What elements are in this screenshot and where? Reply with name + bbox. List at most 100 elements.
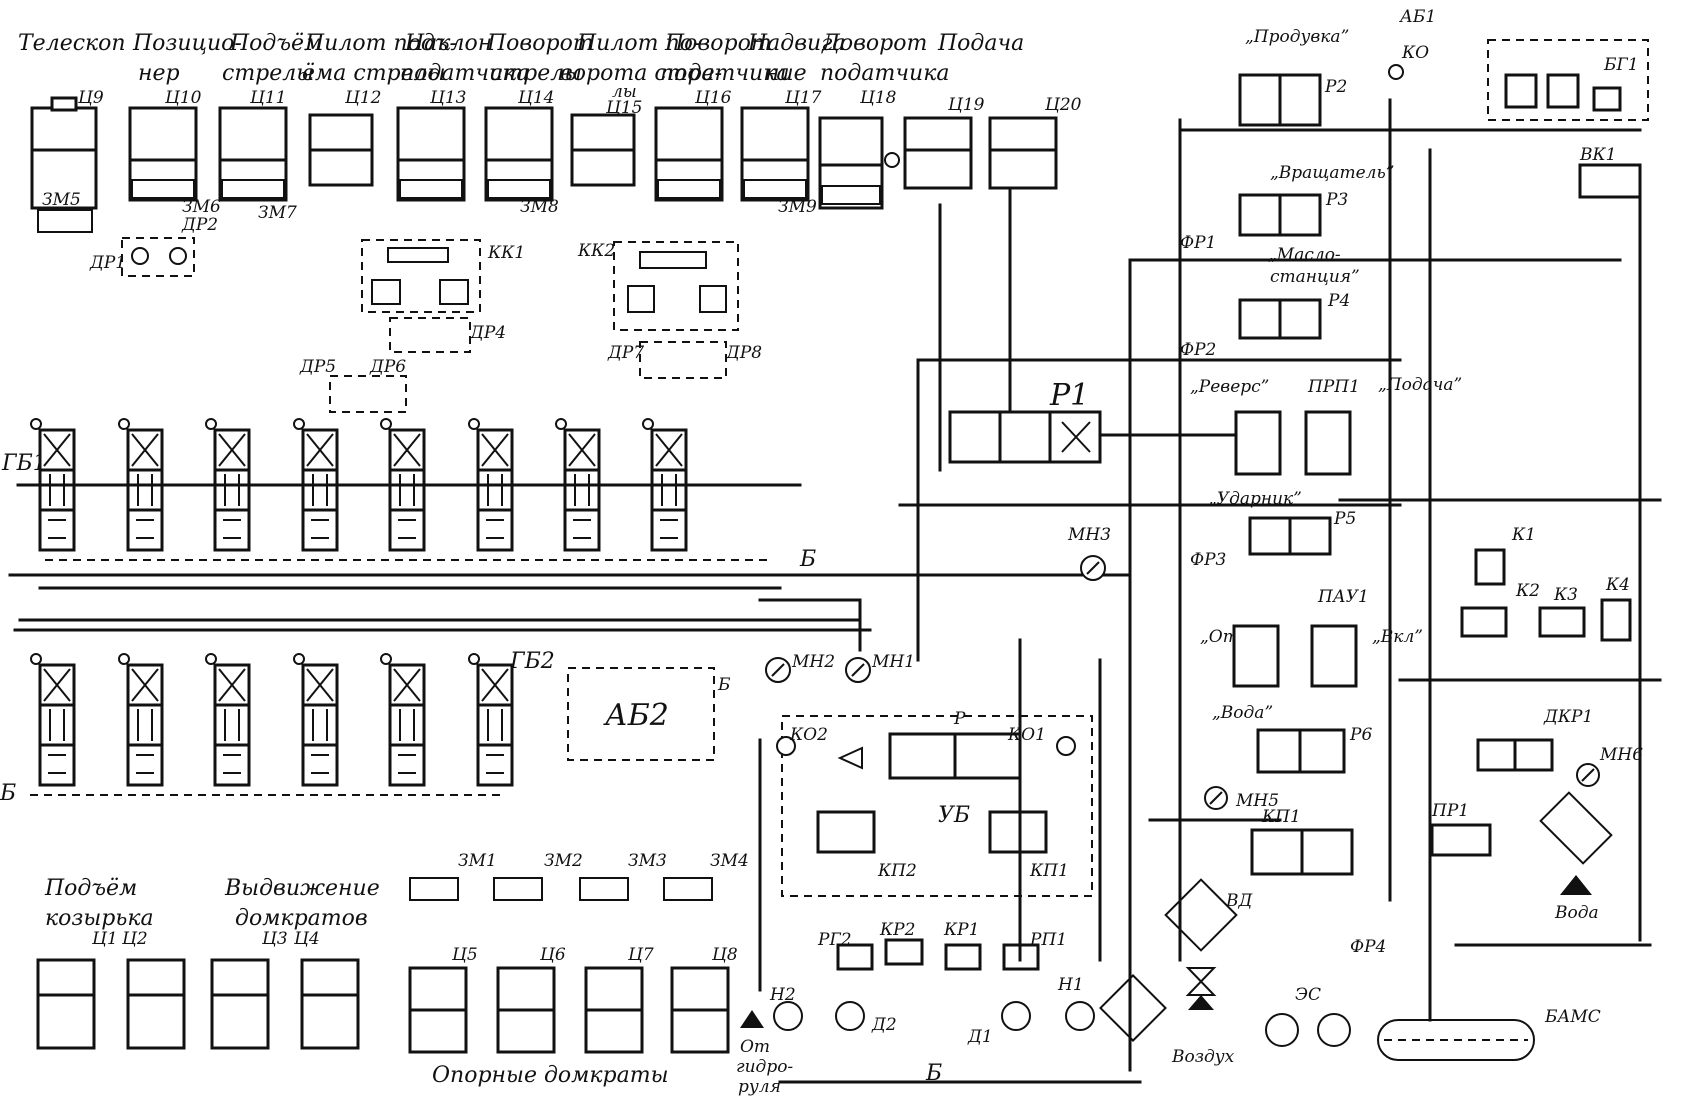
lock-zm9-label: ЗМ9 bbox=[778, 197, 817, 217]
header-nadv-1: Надвига bbox=[747, 31, 845, 56]
cylinder-c14-label: Ц14 bbox=[517, 88, 554, 108]
label-maslo-2: станция” bbox=[1270, 267, 1360, 287]
cylinder-c18-label: Ц18 bbox=[859, 88, 897, 108]
bg1-label: БГ1 bbox=[1603, 55, 1639, 75]
cyl-c6-label: Ц6 bbox=[539, 945, 566, 965]
lock-zm2-label: ЗМ2 bbox=[544, 851, 583, 871]
cylinder-c11-label: Ц11 bbox=[249, 88, 286, 108]
header-podem-1: Подъём bbox=[229, 31, 322, 56]
header-dovorot-1: Доворот bbox=[821, 31, 927, 56]
label-podem-koz-2: козырька bbox=[45, 906, 154, 931]
throttle-dr5-label: ДР5 bbox=[299, 357, 336, 377]
gb1-valve-section-8 bbox=[642, 418, 688, 552]
header-dovorot-2: податчика bbox=[820, 61, 949, 86]
block-kk2 bbox=[613, 241, 739, 331]
cylinder-c13-label: Ц13 bbox=[429, 88, 466, 108]
valve-prp1-label: ПРП1 bbox=[1307, 377, 1360, 397]
label-vozduh: Воздух bbox=[1171, 1047, 1235, 1067]
cyl-c8-label: Ц8 bbox=[711, 945, 738, 965]
distributor-p-label: Р bbox=[953, 709, 966, 729]
valve-k3-label: К3 bbox=[1553, 585, 1578, 605]
lock-zm3-label: ЗМ3 bbox=[628, 851, 667, 871]
filter-fr3-label: ФР3 bbox=[1190, 550, 1226, 570]
gb1-valve-section-1 bbox=[30, 418, 76, 552]
gb1-valve-section-2 bbox=[118, 418, 164, 552]
cylinder-c12-label: Ц12 bbox=[344, 88, 381, 108]
lock-zm1-label: ЗМ1 bbox=[458, 851, 497, 871]
piping bbox=[758, 98, 1662, 1072]
gauge-mn6-label: МН6 bbox=[1599, 745, 1643, 765]
motor-d1-label: Д1 bbox=[967, 1027, 993, 1047]
valve-bank-gb2: ГБ2 Б bbox=[0, 618, 872, 806]
cylinder-c19: Ц19 bbox=[903, 95, 985, 190]
gauge-mn1-label: МН1 bbox=[871, 652, 915, 672]
valve-vd-label: ВД bbox=[1225, 891, 1253, 911]
header-pilot-2: ёма стрелы bbox=[302, 61, 446, 86]
pump-n2-label: Н2 bbox=[769, 985, 796, 1005]
label-podacha-right: „Подача” bbox=[1378, 375, 1462, 395]
cylinder-c14: Ц14 bbox=[484, 88, 554, 202]
ab1-label: АБ1 bbox=[1399, 7, 1436, 27]
label-voda-right: Вода bbox=[1554, 903, 1599, 923]
right-distributors: „Продувка” Р2 „Вращатель” Р3 ФР1 „Масло-… bbox=[1180, 27, 1462, 774]
bottom-left-cylinders: Подъём козырька Выдвижение домкратов Ц1 … bbox=[36, 851, 749, 1088]
cyl-c2-label: Ц2 bbox=[121, 929, 148, 949]
throttles: ДР1 ДР2 ДР4 ДР5 ДР6 ДР7 ДР8 bbox=[89, 215, 762, 413]
column-headers: Телескоп Позицио- нер Подъём стрелы Пило… bbox=[18, 31, 1024, 102]
tank-bams-label: БАМС bbox=[1544, 1007, 1601, 1027]
ko-label: КО bbox=[1401, 43, 1429, 63]
header-pilot-1: Пилот подъ- bbox=[304, 31, 457, 56]
top-cylinders: Ц9 Ц10 Ц11 Ц12 Ц13 bbox=[30, 88, 1082, 210]
gauge-mn3-label: МН3 bbox=[1067, 525, 1111, 545]
label-vkl: „Вкл” bbox=[1372, 627, 1423, 647]
cylinder-c17-label: Ц17 bbox=[784, 88, 822, 108]
cylinder-c18: Ц18 bbox=[818, 88, 900, 210]
cylinder-c9: Ц9 bbox=[30, 88, 104, 210]
header-nadv-2: ние bbox=[765, 61, 807, 86]
label-voda: „Вода” bbox=[1212, 703, 1273, 723]
ko1-label: КО1 bbox=[1007, 725, 1046, 745]
gauge-mn5-label: МН5 bbox=[1235, 791, 1279, 811]
gb1-valve-section-6 bbox=[468, 418, 514, 552]
block-ub bbox=[781, 715, 1093, 897]
cylinder-c17: Ц17 bbox=[740, 88, 822, 202]
header-povpod-1: Поворот bbox=[664, 31, 772, 56]
valve-pau1-label: ПАУ1 bbox=[1317, 587, 1369, 607]
ub-label: УБ bbox=[938, 803, 970, 828]
p2-label: Р2 bbox=[1324, 77, 1347, 97]
air-section: АБ1 КО БГ1 ВК1 К1 К2 К3 К4 ДКР1 ПР1 Вода… bbox=[1164, 7, 1649, 1067]
pump-n1-label: Н1 bbox=[1057, 975, 1084, 995]
cyl-c5-label: Ц5 bbox=[451, 945, 478, 965]
p1-label: Р1 bbox=[1049, 378, 1089, 413]
filter-fr1-label: ФР1 bbox=[1180, 233, 1216, 253]
filter-fr4-label: ФР4 bbox=[1350, 937, 1386, 957]
ab2-label: АБ2 bbox=[603, 698, 669, 733]
throttle-dr2-label: ДР2 bbox=[181, 215, 218, 235]
header-pilotpov-1: Пилот по- bbox=[576, 31, 700, 56]
header-povorot-2: стрелы bbox=[490, 61, 582, 86]
gb2-valve-section-1 bbox=[30, 653, 76, 787]
accumulator-ab2: АБ2 Б bbox=[567, 667, 731, 761]
label-ot-3: руля bbox=[738, 1077, 781, 1097]
valve-k1-label: К1 bbox=[1511, 525, 1536, 545]
gb1-valve-section-5 bbox=[380, 418, 426, 552]
header-pozicioner-1: Позицио- bbox=[132, 31, 242, 56]
gb2-valve-section-6 bbox=[468, 653, 514, 787]
gb2-valve-section-3 bbox=[205, 653, 251, 787]
cylinder-c9-label: Ц9 bbox=[77, 88, 104, 108]
label-podem-koz-1: Подъём bbox=[44, 876, 137, 901]
valve-k2-label: К2 bbox=[1515, 581, 1540, 601]
kp2-label: КП2 bbox=[877, 861, 917, 881]
throttle-dr8-label: ДР8 bbox=[725, 343, 762, 363]
label-ot-2: гидро- bbox=[736, 1057, 793, 1077]
p4-label: Р4 bbox=[1327, 291, 1350, 311]
top-locks: ЗМ5 ЗМ6 ЗМ7 ЗМ8 ЗМ9 bbox=[37, 190, 817, 233]
throttle-dr6-label: ДР6 bbox=[369, 357, 406, 377]
gb2-valve-section-5 bbox=[380, 653, 426, 787]
label-maslo-1: „Масло- bbox=[1268, 245, 1341, 265]
pump-section: Р УБ КП2 КП1 КО2 КО1 РГ2 КР2 КР1 РП1 Н2 … bbox=[736, 709, 1167, 1097]
distributor-p1: Р1 bbox=[948, 378, 1102, 464]
label-vydv-2: домкратов bbox=[235, 906, 368, 931]
cylinder-c16-label: Ц16 bbox=[694, 88, 732, 108]
